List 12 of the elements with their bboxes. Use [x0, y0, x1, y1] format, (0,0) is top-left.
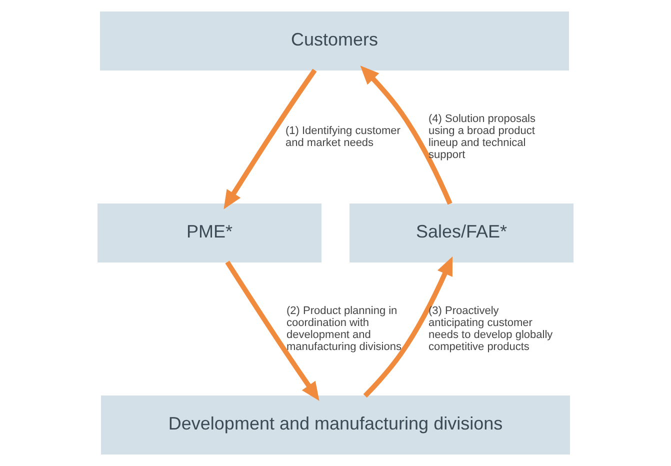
node-box: PME* [98, 204, 322, 262]
node-box: Development and manufacturing divisions [101, 396, 570, 454]
edge-label: (3) Proactively anticipating customer needs to develop globally competitive products [428, 304, 553, 353]
edge-label: (4) Solution proposals using a broad product lineup and technical support [428, 112, 536, 161]
arrow [225, 260, 320, 401]
node-box: Sales/FAE* [350, 204, 574, 262]
node-box: Customers [100, 12, 569, 70]
arrow [360, 66, 452, 205]
edge-label: (1) Identifying customer and market needs [286, 124, 400, 149]
edge-label: (2) Product planning in coordination with development and manufacturing divisions [286, 304, 402, 353]
arrow [363, 256, 453, 398]
arrow [224, 68, 317, 210]
